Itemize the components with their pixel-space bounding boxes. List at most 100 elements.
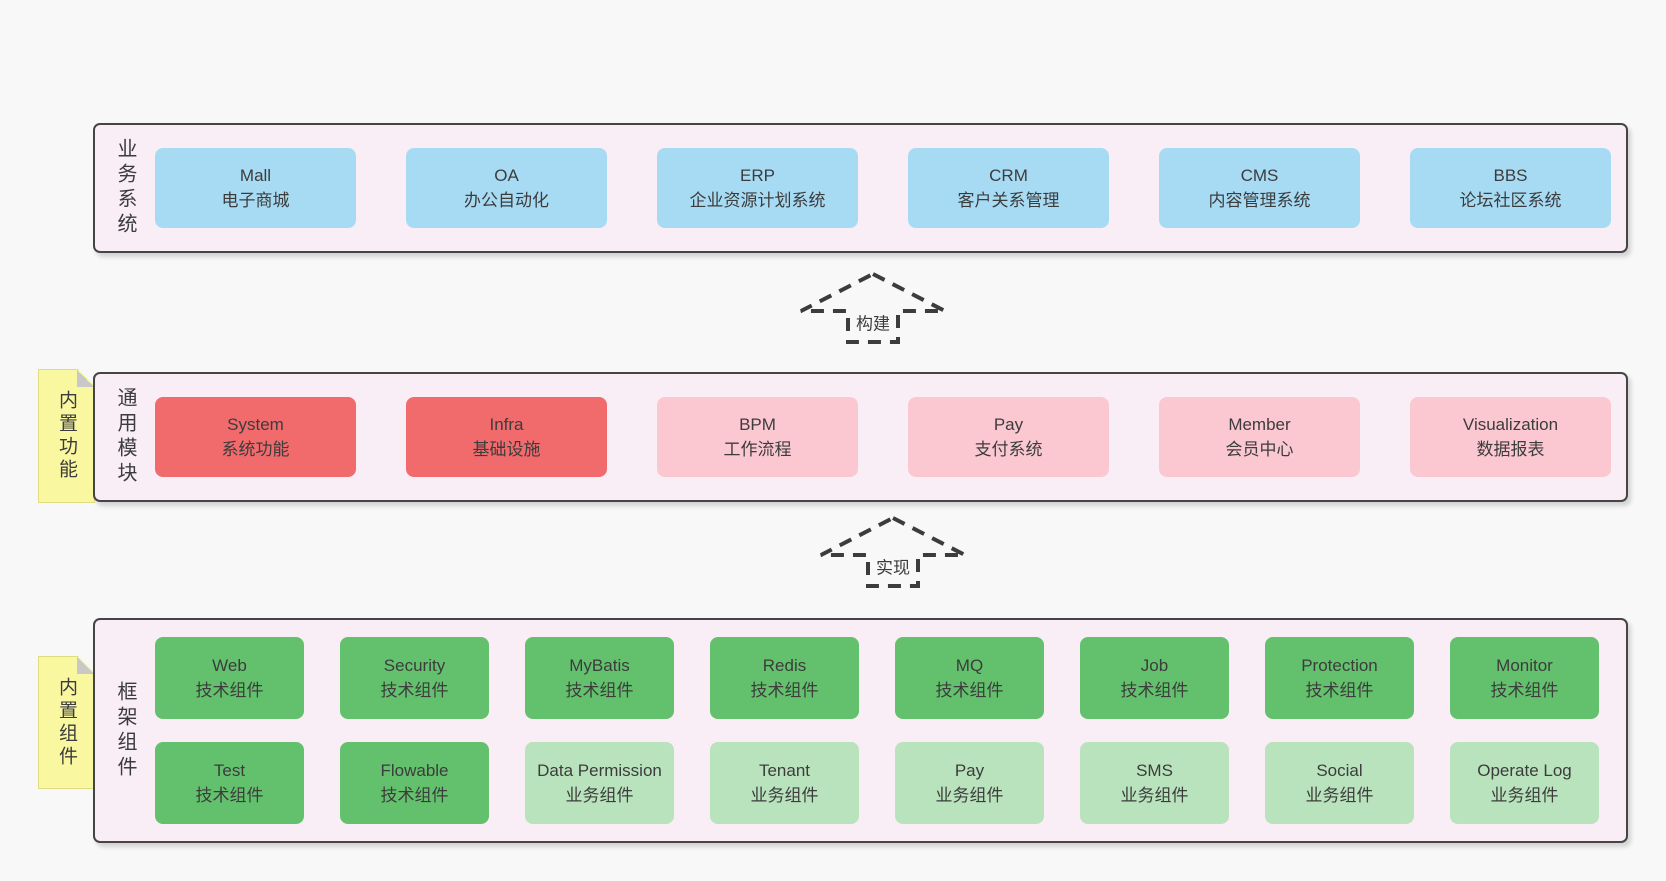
box-cms: CMS 内容管理系统 <box>1159 148 1360 228</box>
box-subtitle: 业务组件 <box>1490 786 1559 805</box>
modules-box-row: System 系统功能 Infra 基础设施 BPM 工作流程 Pay 支付系统… <box>155 374 1611 500</box>
box-title: BPM <box>739 415 776 434</box>
panel-common-modules: 通用模块 System 系统功能 Infra 基础设施 BPM 工作流程 Pay… <box>93 372 1628 502</box>
box-subtitle: 业务组件 <box>1305 786 1374 805</box>
panel-framework-components: 框架组件 Web 技术组件 Security 技术组件 MyBatis 技术组件… <box>93 618 1628 843</box>
box-subtitle: 业务组件 <box>935 786 1004 805</box>
box-visualization: Visualization 数据报表 <box>1410 397 1611 477</box>
box-title: MyBatis <box>569 656 630 675</box>
box-job: Job 技术组件 <box>1080 637 1229 719</box>
box-infra: Infra 基础设施 <box>406 397 607 477</box>
panel-label: 业务系统 <box>95 125 155 251</box>
box-crm: CRM 客户关系管理 <box>908 148 1109 228</box>
box-sms: SMS 业务组件 <box>1080 742 1229 824</box>
box-data-permission: Data Permission 业务组件 <box>525 742 674 824</box>
box-title: Test <box>213 761 246 780</box>
box-subtitle: 业务组件 <box>750 786 819 805</box>
box-test: Test 技术组件 <box>155 742 304 824</box>
sticky-note-built-in-features: 内置功能 <box>38 369 95 503</box>
box-flowable: Flowable 技术组件 <box>340 742 489 824</box>
box-subtitle: 技术组件 <box>380 681 449 700</box>
box-pay-component: Pay 业务组件 <box>895 742 1044 824</box>
box-subtitle: 技术组件 <box>935 681 1004 700</box>
sticky-note-built-in-components: 内置组件 <box>38 656 95 789</box>
box-subtitle: 企业资源计划系统 <box>689 191 826 210</box>
box-subtitle: 技术组件 <box>750 681 819 700</box>
box-subtitle: 基础设施 <box>472 440 541 459</box>
box-monitor: Monitor 技术组件 <box>1450 637 1599 719</box>
box-title: Tenant <box>758 761 811 780</box>
components-row-2: Test 技术组件 Flowable 技术组件 Data Permission … <box>155 742 1599 824</box>
box-member: Member 会员中心 <box>1159 397 1360 477</box>
box-system: System 系统功能 <box>155 397 356 477</box>
box-subtitle: 技术组件 <box>565 681 634 700</box>
implement-arrow: 实现 <box>818 515 968 589</box>
box-title: Infra <box>489 415 524 434</box>
box-tenant: Tenant 业务组件 <box>710 742 859 824</box>
build-arrow-label: 构建 <box>853 308 893 336</box>
sticky-note-label: 内置功能 <box>56 390 77 482</box>
components-row-1: Web 技术组件 Security 技术组件 MyBatis 技术组件 Redi… <box>155 637 1599 719</box>
box-title: Security <box>383 656 446 675</box>
box-mybatis: MyBatis 技术组件 <box>525 637 674 719</box>
box-title: Protection <box>1301 656 1378 675</box>
box-title: Flowable <box>380 761 449 780</box>
box-title: Pay <box>954 761 985 780</box>
box-subtitle: 技术组件 <box>380 786 449 805</box>
box-subtitle: 电子商城 <box>221 191 290 210</box>
box-title: System <box>227 415 284 434</box>
implement-arrow-label: 实现 <box>873 552 913 580</box>
up-arrow-icon <box>800 271 946 344</box>
box-subtitle: 论坛社区系统 <box>1459 191 1562 210</box>
box-bbs: BBS 论坛社区系统 <box>1410 148 1611 228</box>
business-box-row: Mall 电子商城 OA 办公自动化 ERP 企业资源计划系统 CRM 客户关系… <box>155 125 1611 251</box>
box-title: ERP <box>740 166 775 185</box>
box-subtitle: 系统功能 <box>221 440 290 459</box>
box-title: OA <box>494 166 519 185</box>
box-subtitle: 技术组件 <box>195 786 264 805</box>
box-subtitle: 技术组件 <box>1490 681 1559 700</box>
box-title: Job <box>1140 656 1169 675</box>
box-pay-system: Pay 支付系统 <box>908 397 1109 477</box>
box-redis: Redis 技术组件 <box>710 637 859 719</box>
box-subtitle: 技术组件 <box>195 681 264 700</box>
box-security: Security 技术组件 <box>340 637 489 719</box>
box-subtitle: 业务组件 <box>1120 786 1189 805</box>
box-social: Social 业务组件 <box>1265 742 1414 824</box>
panel-label-text: 框架组件 <box>114 680 136 781</box>
box-title: Social <box>1316 761 1363 780</box>
components-box-grid: Web 技术组件 Security 技术组件 MyBatis 技术组件 Redi… <box>155 620 1599 841</box>
box-oa: OA 办公自动化 <box>406 148 607 228</box>
panel-business-systems: 业务系统 Mall 电子商城 OA 办公自动化 ERP 企业资源计划系统 CRM… <box>93 123 1628 253</box>
box-protection: Protection 技术组件 <box>1265 637 1414 719</box>
box-subtitle: 业务组件 <box>565 786 634 805</box>
box-title: Monitor <box>1496 656 1553 675</box>
box-subtitle: 工作流程 <box>723 440 792 459</box>
panel-label: 通用模块 <box>95 374 155 500</box>
box-erp: ERP 企业资源计划系统 <box>657 148 858 228</box>
box-operate-log: Operate Log 业务组件 <box>1450 742 1599 824</box>
box-title: CMS <box>1240 166 1279 185</box>
box-title: MQ <box>955 656 984 675</box>
box-title: Visualization <box>1462 415 1559 434</box>
box-title: Web <box>212 656 247 675</box>
box-title: Data Permission <box>537 761 662 780</box>
box-title: SMS <box>1136 761 1173 780</box>
box-title: Redis <box>762 656 807 675</box>
box-subtitle: 内容管理系统 <box>1208 191 1311 210</box>
box-mq: MQ 技术组件 <box>895 637 1044 719</box>
box-web: Web 技术组件 <box>155 637 304 719</box>
box-bpm: BPM 工作流程 <box>657 397 858 477</box>
box-subtitle: 办公自动化 <box>464 191 549 210</box>
box-title: Member <box>1228 415 1291 434</box>
box-title: Pay <box>993 415 1024 434</box>
build-arrow: 构建 <box>798 271 948 345</box>
box-title: Mall <box>239 166 272 185</box>
panel-label: 框架组件 <box>95 620 155 841</box>
box-subtitle: 会员中心 <box>1225 440 1294 459</box>
box-subtitle: 技术组件 <box>1305 681 1374 700</box>
box-subtitle: 技术组件 <box>1120 681 1189 700</box>
box-mall: Mall 电子商城 <box>155 148 356 228</box>
box-subtitle: 客户关系管理 <box>957 191 1060 210</box>
